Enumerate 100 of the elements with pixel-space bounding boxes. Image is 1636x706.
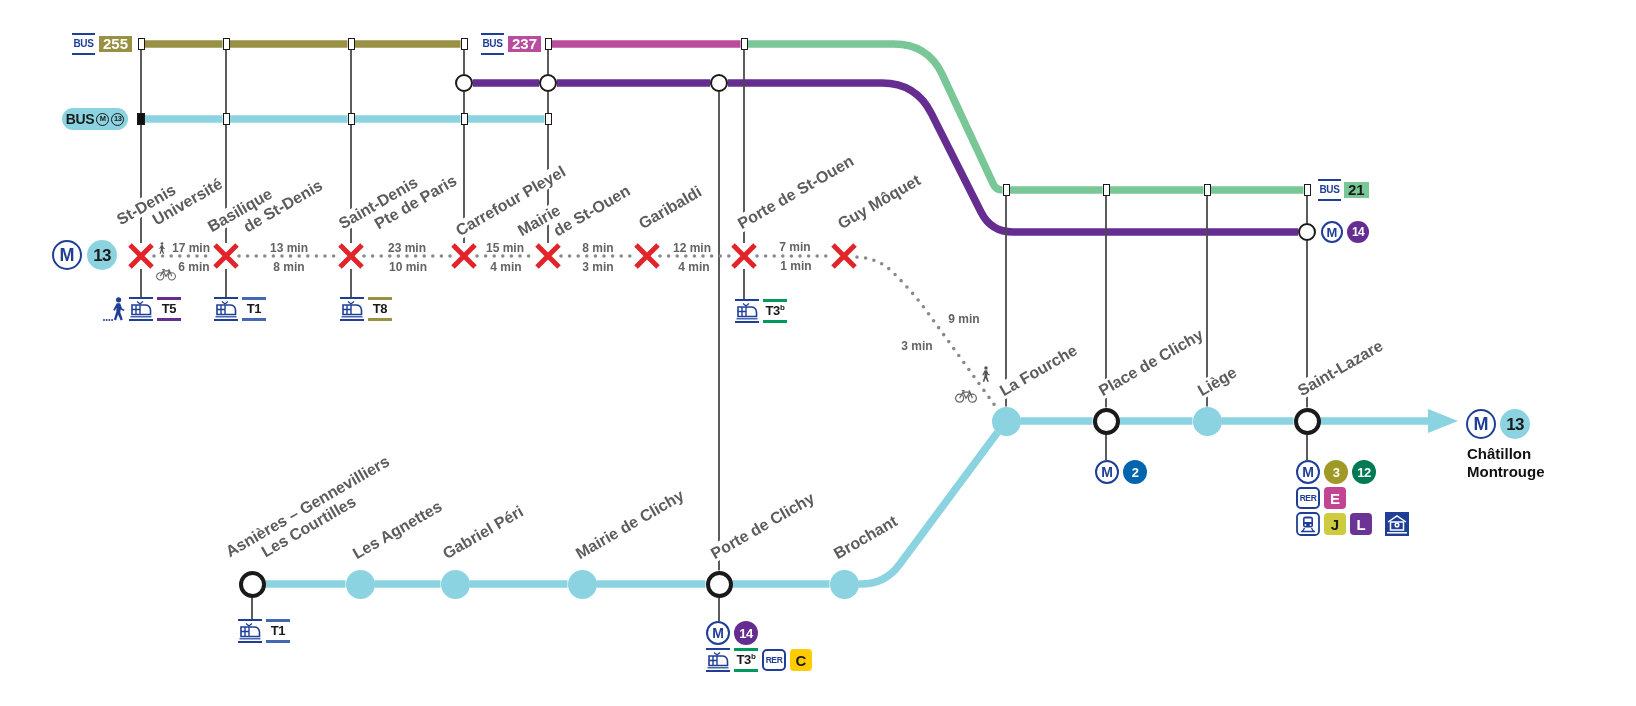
route-line xyxy=(265,580,346,588)
tram-line-badge: T1 xyxy=(266,619,290,643)
line-number-badge: 13 xyxy=(87,240,117,270)
travel-time: 17 min xyxy=(172,241,210,255)
route-line xyxy=(557,79,710,87)
route-line xyxy=(469,580,568,588)
station-marker xyxy=(1092,407,1120,435)
connector-line xyxy=(1206,195,1208,408)
travel-time: 4 min xyxy=(490,260,522,274)
connector-line xyxy=(718,91,720,572)
route-line xyxy=(732,580,830,588)
train-line-badge: L xyxy=(1350,513,1372,535)
travel-time: 7 min xyxy=(779,240,811,254)
station-marker xyxy=(539,74,557,92)
travel-time: 9 min xyxy=(948,312,980,326)
travel-time: 3 min xyxy=(582,260,614,274)
stop-marker xyxy=(347,38,355,50)
stop-marker xyxy=(222,113,230,125)
rer-symbol: RER xyxy=(762,649,786,671)
route-line xyxy=(596,580,706,588)
station-marker xyxy=(705,570,733,598)
stop-marker xyxy=(460,38,468,50)
bus-number-badge: 255 xyxy=(99,36,133,52)
connector-line xyxy=(225,268,227,298)
connector-line xyxy=(718,596,720,622)
tram-line-badge: T8 xyxy=(368,297,392,321)
station-marker xyxy=(829,569,859,599)
connector-line xyxy=(547,49,549,75)
connector-line xyxy=(743,49,745,244)
stop-marker xyxy=(137,113,145,125)
metro-symbol: M xyxy=(52,240,82,270)
dotted-path xyxy=(362,254,453,258)
connector-line xyxy=(140,268,142,298)
connector-line xyxy=(1105,433,1107,461)
metro-symbol: M xyxy=(706,621,730,645)
station-marker xyxy=(1298,223,1316,241)
bus-mode-label: BUS xyxy=(72,33,95,55)
rer-symbol: RER xyxy=(1296,487,1320,509)
stop-marker xyxy=(544,38,552,50)
dotted-path xyxy=(658,254,733,258)
connector-line xyxy=(1005,195,1007,408)
cross-icon xyxy=(535,243,561,269)
travel-time: 4 min xyxy=(678,260,710,274)
connector-line xyxy=(1105,195,1107,409)
bus-number-badge: 21 xyxy=(1344,182,1369,198)
station-marker xyxy=(710,74,728,92)
stop-marker xyxy=(460,113,468,125)
cross-icon xyxy=(128,243,154,269)
route-line xyxy=(728,79,1298,236)
tram-line-badge: T1 xyxy=(242,297,266,321)
station-marker xyxy=(1293,407,1321,435)
station-marker xyxy=(1192,406,1222,436)
stop-marker xyxy=(1102,184,1110,196)
tram-line-badge: T3$^{b}$ xyxy=(734,648,758,672)
cross-icon xyxy=(731,243,757,269)
station-marker xyxy=(455,74,473,92)
connector-line xyxy=(547,91,549,114)
station-marker xyxy=(238,570,266,598)
connector-line xyxy=(463,49,465,75)
metro-symbol: M xyxy=(1466,409,1496,439)
stop-marker xyxy=(1203,184,1211,196)
line-number-badge: 12 xyxy=(1352,460,1376,484)
travel-time: 3 min xyxy=(901,339,933,353)
station-marker xyxy=(567,569,597,599)
metro-symbol: M xyxy=(1095,460,1119,484)
line-number-badge: 2 xyxy=(1123,460,1147,484)
route-line xyxy=(1119,417,1193,425)
route-line xyxy=(857,430,1001,588)
tram-line-badge: T5 xyxy=(157,297,181,321)
travel-time: 12 min xyxy=(673,241,711,255)
stop-marker xyxy=(1002,184,1010,196)
travel-time: 15 min xyxy=(486,241,524,255)
bus-mode-label: BUS xyxy=(1318,179,1341,201)
connector-line xyxy=(225,49,227,114)
line-number-badge: 14 xyxy=(734,621,758,645)
bus-mode-label: BUS xyxy=(481,33,504,55)
stop-marker xyxy=(137,38,145,50)
cross-icon xyxy=(213,243,239,269)
stop-marker xyxy=(1303,184,1311,196)
cross-icon xyxy=(831,243,857,269)
cross-icon xyxy=(634,243,660,269)
train-line-badge: J xyxy=(1324,513,1346,535)
connector-line xyxy=(1306,433,1308,461)
tram-line-badge: T3$^{b}$ xyxy=(763,299,787,323)
connector-line xyxy=(1306,240,1308,409)
bus-number-badge: 237 xyxy=(508,36,542,52)
line-number-badge: 3 xyxy=(1324,460,1348,484)
train-line-badge: C xyxy=(790,649,812,671)
connector-line xyxy=(350,268,352,298)
route-arrow xyxy=(1320,409,1458,433)
stop-marker xyxy=(740,38,748,50)
bus-mode-label: BUS xyxy=(65,111,95,127)
route-line xyxy=(1020,417,1093,425)
stop-marker xyxy=(544,113,552,125)
stop-marker xyxy=(347,113,355,125)
cross-icon xyxy=(451,243,477,269)
connector-line xyxy=(251,596,253,620)
station-marker xyxy=(345,569,375,599)
travel-time: 13 min xyxy=(270,241,308,255)
stop-marker xyxy=(222,38,230,50)
